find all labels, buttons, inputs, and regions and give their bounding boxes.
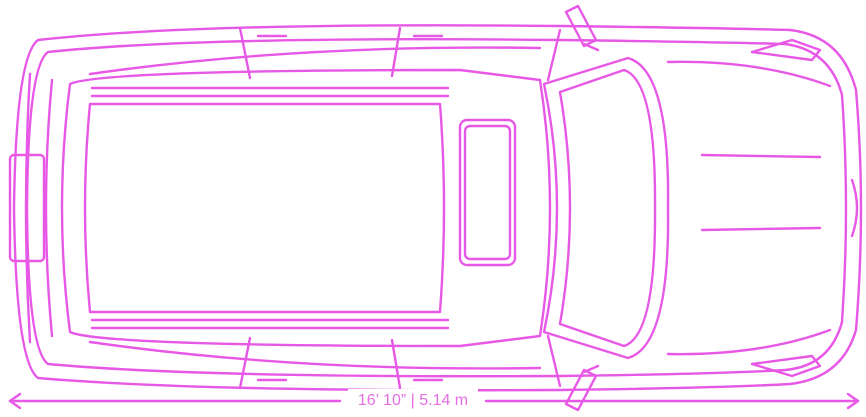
hood-edge-bottom (666, 328, 832, 356)
mirror-right (564, 368, 598, 412)
headlight-left (750, 38, 822, 62)
sunroof (458, 118, 517, 267)
headlight-right (750, 354, 822, 378)
dimension-label: 16’ 10” | 5.14 m (348, 389, 478, 413)
mirror-left-arm (582, 42, 600, 52)
door-line-top-3 (546, 28, 562, 82)
arrow-right-icon (846, 392, 860, 410)
side-window-top (88, 46, 542, 76)
mirror-left (564, 4, 598, 48)
roof-inner (83, 102, 446, 314)
roof-panel (60, 68, 552, 348)
windshield-inner (558, 68, 657, 348)
door-line-bottom-2 (390, 338, 402, 390)
car-body-inner-line (25, 38, 848, 378)
car-body-outline (12, 24, 863, 392)
hood-line-bottom (700, 226, 822, 232)
door-line-top-1 (238, 26, 252, 80)
rear-tailgate (44, 78, 54, 338)
arrow-left-icon (8, 392, 22, 410)
sunroof-inner (463, 124, 512, 261)
mirror-right-arm (582, 364, 600, 374)
door-line-bottom-3 (546, 334, 562, 388)
windshield (542, 56, 670, 360)
hood-edge-top (666, 60, 832, 88)
front-grille (850, 178, 859, 238)
rear-bumper-line (24, 72, 32, 344)
door-line-bottom-1 (238, 336, 252, 390)
side-window-bottom (88, 340, 542, 370)
hood-line-top (700, 153, 822, 159)
door-line-top-2 (390, 26, 402, 78)
